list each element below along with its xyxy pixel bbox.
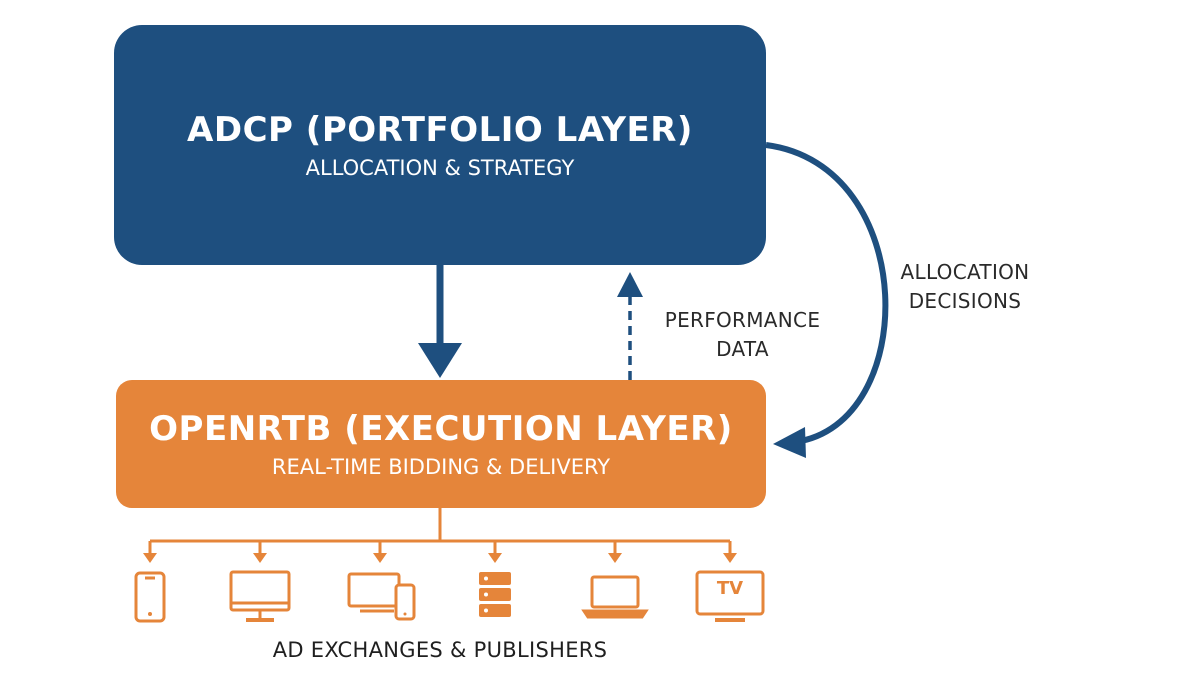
server-icon <box>479 572 511 617</box>
ad-exchanges-publishers-label: AD EXCHANGES & PUBLISHERS <box>272 638 608 662</box>
allocation-decisions-arrow <box>765 142 889 458</box>
adcp-title: ADCP (PORTFOLIO LAYER) <box>187 110 693 150</box>
distribution-tree <box>148 508 732 556</box>
adcp-portfolio-layer-box: ADCP (PORTFOLIO LAYER) ALLOCATION & STRA… <box>114 25 766 265</box>
desktop-monitor-icon <box>229 570 291 622</box>
tv-icon-label: TV <box>716 578 744 599</box>
openrtb-execution-layer-box: OPENRTB (EXECUTION LAYER) REAL-TIME BIDD… <box>116 380 766 508</box>
multi-device-icon <box>347 572 416 621</box>
openrtb-title: OPENRTB (EXECUTION LAYER) <box>149 409 733 449</box>
adcp-subtitle: ALLOCATION & STRATEGY <box>305 156 575 180</box>
distribution-arrowheads <box>143 553 737 563</box>
performance-data-arrow <box>617 272 643 380</box>
laptop-icon <box>581 575 649 619</box>
down-arrow <box>418 265 462 378</box>
smartphone-icon <box>134 571 166 623</box>
tv-icon <box>695 570 765 622</box>
openrtb-subtitle: REAL-TIME BIDDING & DELIVERY <box>271 455 611 479</box>
